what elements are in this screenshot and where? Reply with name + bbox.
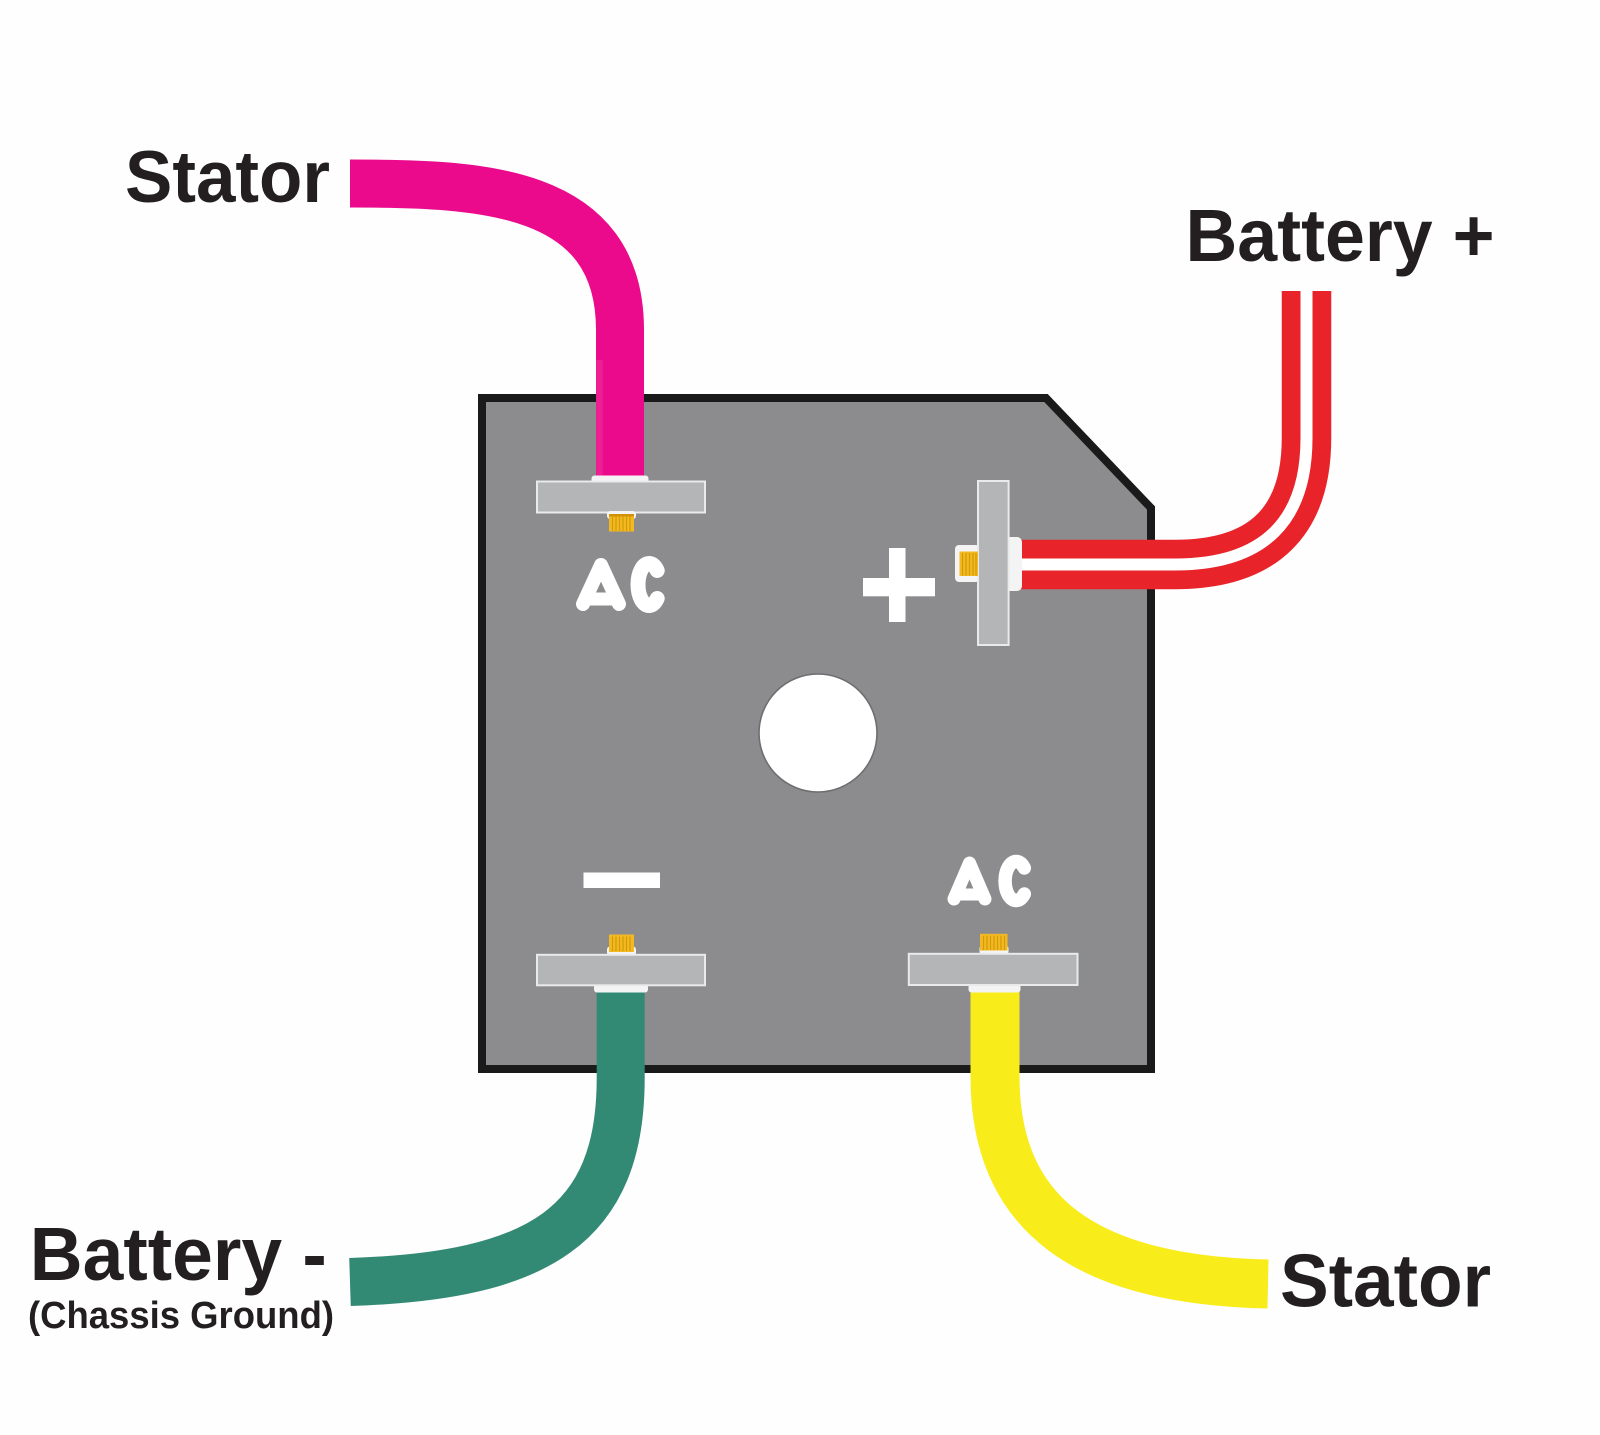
svg-text:(Chassis Ground): (Chassis Ground): [28, 1295, 334, 1337]
svg-text:Stator: Stator: [1280, 1239, 1491, 1323]
svg-text:Battery -: Battery -: [30, 1212, 327, 1296]
svg-text:Battery +: Battery +: [1186, 194, 1495, 277]
svg-text:Stator: Stator: [125, 137, 330, 218]
